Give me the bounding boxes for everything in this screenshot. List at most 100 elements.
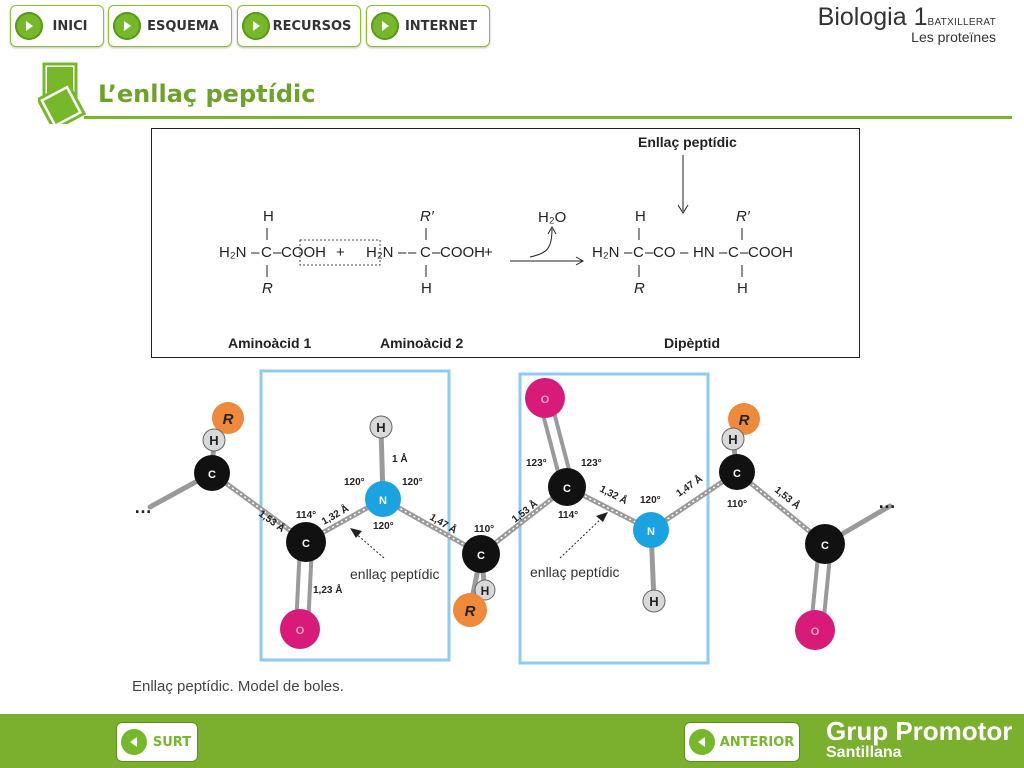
title-divider [84,116,1012,119]
atom-h-2-label: H [376,420,385,435]
atom-c-5 [719,454,755,490]
atom-o-2 [525,378,565,418]
atom-h-5 [721,427,745,451]
bond-angle-label: 120° [640,495,661,506]
atom-r-2-label: R [465,603,476,620]
dipeptide-amino: H₂N [592,244,620,261]
figure-caption: Enllaç peptídic. Model de boles. [132,678,344,695]
svg-text:–: – [740,244,749,261]
bond-angle-label: 110° [474,524,494,535]
atom-c-2-label: C [302,538,310,550]
nav-button-label: INICI [52,18,88,34]
bond-length-label: 1 Å [392,452,408,465]
bond-angle-label: 114° [296,510,316,521]
bond-angle-label: 110° [727,499,747,510]
plus-sign-2: + [484,244,493,261]
nav-button-esquema[interactable]: ESQUEMA [108,5,232,47]
play-arrow-icon [371,12,399,40]
play-arrow-icon [242,12,270,40]
atom-h-1 [202,428,226,452]
aa1-carbon: C [261,244,272,261]
svg-text:–: – [273,244,282,261]
aa2-bottom-h: H [421,280,432,297]
svg-text:–: – [645,244,654,261]
atom-r-3 [728,403,760,435]
atom-r-1 [212,402,244,434]
atom-h-2 [369,415,393,439]
peptide-bond-header: Enllaç peptídic [638,134,737,150]
dipeptide-r-group: R [634,280,645,297]
atom-h-1-label: H [209,433,218,448]
bottom-navigation-bar: SURT ANTERIOR [0,714,1024,768]
atom-h-3-label: H [481,584,490,598]
exit-button-label: SURT [152,734,192,750]
svg-text:–: – [680,244,689,261]
svg-text:–: – [719,244,728,261]
atom-o-2-label: O [541,394,550,406]
back-arrow-icon [121,729,147,755]
bond-angle-label: 120° [402,477,423,488]
course-subtitle: Les proteïnes [911,29,996,45]
svg-text:–: – [432,244,441,261]
bond-angle-label: 123° [526,458,547,469]
atom-h-4 [642,589,666,613]
nav-button-label: ESQUEMA [147,18,219,34]
svg-text:–: – [408,244,417,261]
dipeptide-carbonyl: CO [653,244,676,261]
plus-sign-1: + [336,244,345,261]
atom-n-1-label: N [379,495,387,507]
publisher-name: Grup Promotor [826,716,1013,746]
course-brand: Biologia 1BATXILLERAT Les proteïnes [818,3,996,45]
atom-c-3 [462,535,500,573]
aa2-carbon: C [420,244,431,261]
atom-h-5-label: H [728,432,737,447]
svg-text:–: – [251,244,260,261]
atom-c-4 [548,468,586,506]
ball-and-stick-model: R H C C O H N C H R O C N H R H C C [134,369,896,665]
nav-button-recursos[interactable]: RECURSOS [237,5,361,47]
nav-button-inici[interactable]: INICI [10,5,104,47]
atom-o-1-label: O [296,625,305,637]
atom-h-3 [474,579,496,601]
exit-button[interactable]: SURT [116,722,198,762]
back-arrow-icon [689,729,715,755]
atom-c-6-label: C [821,540,829,552]
atom-c-1 [194,455,230,491]
dipeptide-carboxyl: COOH [748,244,793,261]
svg-text:–: – [624,244,633,261]
atom-c-6 [805,524,845,564]
stacked-squares-icon [38,62,87,124]
nav-button-label: INTERNET [404,18,478,34]
atom-r-2 [453,593,487,627]
bond-angle-label: 120° [344,477,365,488]
page-title: L’enllaç peptídic [98,80,316,108]
peptide-bond-annotation-2: enllaç peptídic [530,564,620,580]
aa1-amino: H₂N [219,244,247,261]
amino-acid-2-label: Aminoàcid 2 [380,335,463,351]
dipeptide-imino: HN [693,244,715,261]
peptide-bond-formula-figure: Enllaç peptídic H H₂N – C – COOH R + R′ … [151,128,860,358]
amino-acid-1-label: Aminoàcid 1 [228,335,311,351]
play-arrow-icon [113,12,141,40]
aa1-r-group: R [262,280,273,297]
publisher-logo: Grup Promotor Santillana [826,718,1012,762]
atom-r-1-label: R [223,411,234,428]
peptide-group-box-2 [518,372,710,665]
atom-c-1-label: C [208,469,216,481]
chain-continues-left: … [134,497,152,517]
atom-c-5-label: C [733,468,741,480]
dipeptide-bottom-h: H [737,280,748,297]
bond-angle-label: 120° [373,521,394,532]
atom-c-3-label: C [477,550,485,562]
atom-r-3-label: R [739,412,750,429]
peptide-bond-annotation-1: enllaç peptídic [350,566,440,582]
previous-button[interactable]: ANTERIOR [684,722,800,762]
atom-c-2 [286,522,326,562]
bond-angle-label: 123° [581,458,602,469]
bond-angle-label: 114° [558,510,578,521]
nav-button-internet[interactable]: INTERNET [366,5,490,47]
dipeptide-top-h: H [635,208,646,225]
dipeptide-carbon-1: C [633,244,644,261]
aa2-r-group: R′ [420,208,435,225]
course-title: Biologia 1 [817,3,928,31]
